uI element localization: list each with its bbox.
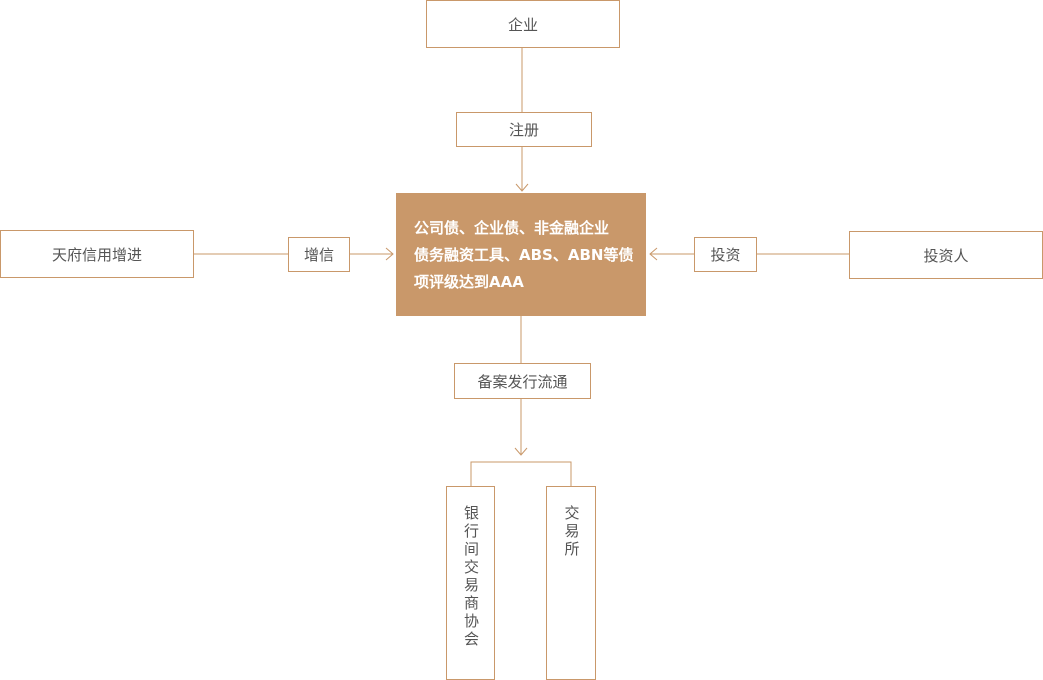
credit-enhance-label: 增信: [303, 246, 334, 264]
credit-enhance-node: 增信: [288, 237, 350, 272]
center-line-3: 项评级达到AAA: [414, 273, 524, 291]
center-line-2: 债务融资工具、ABS、ABN等债: [414, 246, 634, 264]
invest-label: 投资: [710, 246, 741, 264]
investor-label: 投资人: [923, 246, 969, 265]
exchange-node: 交易所: [546, 486, 596, 680]
filing-label: 备案发行流通: [477, 372, 568, 391]
filing-node: 备案发行流通: [454, 363, 591, 399]
invest-node: 投资: [694, 237, 757, 272]
register-label: 注册: [508, 121, 539, 139]
register-node: 注册: [456, 112, 592, 147]
guarantor-node: 天府信用增进: [0, 230, 194, 278]
company-label: 企业: [507, 15, 538, 34]
company-node: 企业: [426, 0, 620, 48]
interbank-label: 银行间交易商协会: [462, 505, 480, 649]
exchange-label: 交易所: [562, 505, 581, 559]
investor-node: 投资人: [849, 231, 1043, 279]
bond-rating-node: 公司债、企业债、非金融企业 债务融资工具、ABS、ABN等债 项评级达到AAA: [396, 193, 646, 316]
center-line-1: 公司债、企业债、非金融企业: [414, 219, 610, 237]
interbank-node: 银行间交易商协会: [446, 486, 495, 680]
guarantor-label: 天府信用增进: [51, 245, 142, 264]
